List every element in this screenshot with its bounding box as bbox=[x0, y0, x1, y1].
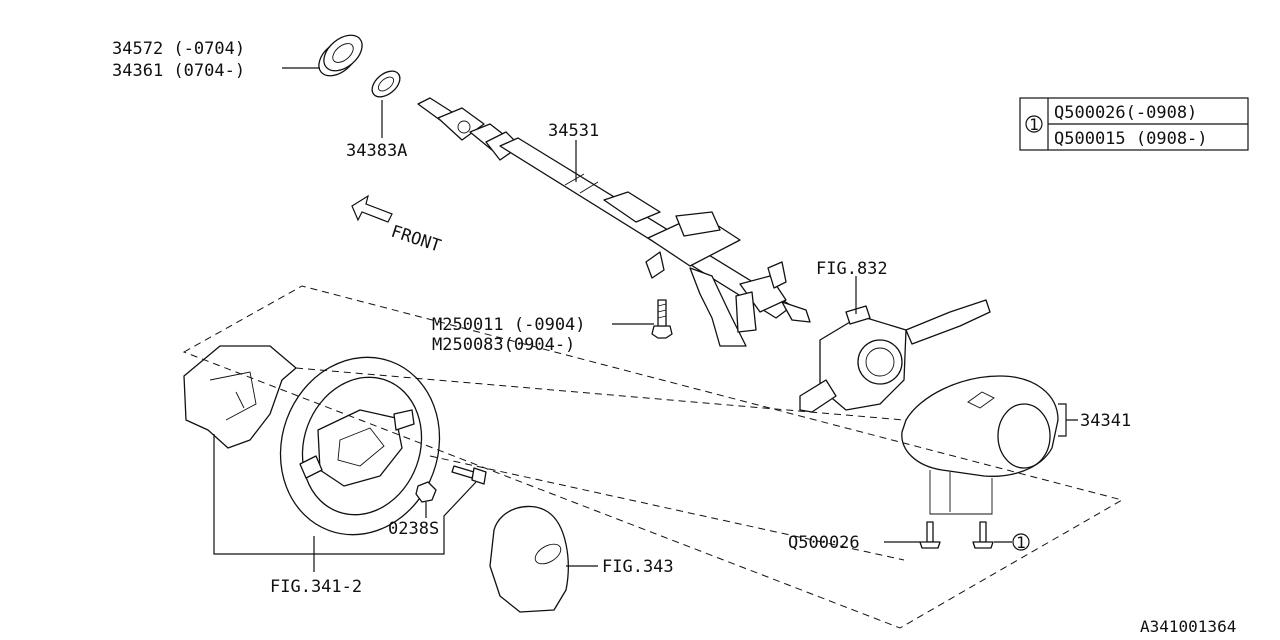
label-q500026[interactable]: Q500026 bbox=[788, 533, 860, 553]
airbag-module[interactable] bbox=[489, 505, 569, 613]
callout-marker[interactable]: 1 bbox=[1012, 533, 1030, 552]
cover-screw-q500026[interactable] bbox=[919, 521, 941, 549]
label-fig832[interactable]: FIG.832 bbox=[816, 259, 888, 279]
legend-row-1: Q500026(-0908) bbox=[1054, 103, 1197, 123]
column-cover[interactable] bbox=[901, 375, 1059, 515]
steering-wheel[interactable] bbox=[256, 335, 464, 557]
label-34361[interactable]: 34361 (0704-) bbox=[112, 61, 245, 81]
label-m250083[interactable]: M250083(0904-) bbox=[432, 335, 575, 355]
label-34341[interactable]: 34341 bbox=[1080, 411, 1131, 431]
column-bolt[interactable] bbox=[651, 299, 673, 339]
assembly-outline bbox=[182, 285, 1124, 629]
leader-lines bbox=[213, 67, 1078, 572]
legend-marker: 1 bbox=[1029, 115, 1039, 134]
label-fig343[interactable]: FIG.343 bbox=[602, 557, 674, 577]
label-fig341-2[interactable]: FIG.341-2 bbox=[270, 577, 362, 597]
label-m250011[interactable]: M250011 (-0904) bbox=[432, 315, 586, 335]
legend-table: 1 Q500026(-0908) Q500015 (0908-) bbox=[1019, 97, 1249, 151]
wheel-screw[interactable] bbox=[451, 465, 487, 485]
label-34383a[interactable]: 34383A bbox=[346, 141, 407, 161]
legend-row-2: Q500015 (0908-) bbox=[1054, 129, 1208, 149]
column-seal[interactable] bbox=[312, 28, 369, 83]
upper-shroud[interactable] bbox=[183, 345, 297, 449]
label-34572[interactable]: 34572 (-0704) bbox=[112, 39, 245, 59]
front-direction-arrow bbox=[351, 194, 393, 223]
steering-column-shaft[interactable] bbox=[417, 97, 811, 347]
column-bushing[interactable] bbox=[367, 66, 404, 102]
diagram-id: A341001364 bbox=[1140, 617, 1236, 636]
combination-switch[interactable] bbox=[799, 299, 991, 413]
label-front: FRONT bbox=[388, 222, 443, 257]
label-34531[interactable]: 34531 bbox=[548, 121, 599, 141]
cover-screw-marker-1[interactable] bbox=[972, 521, 994, 549]
label-0238s[interactable]: 0238S bbox=[388, 519, 439, 539]
steering-wheel-nut[interactable] bbox=[415, 481, 437, 503]
callout-marker-text: 1 bbox=[1016, 533, 1026, 552]
